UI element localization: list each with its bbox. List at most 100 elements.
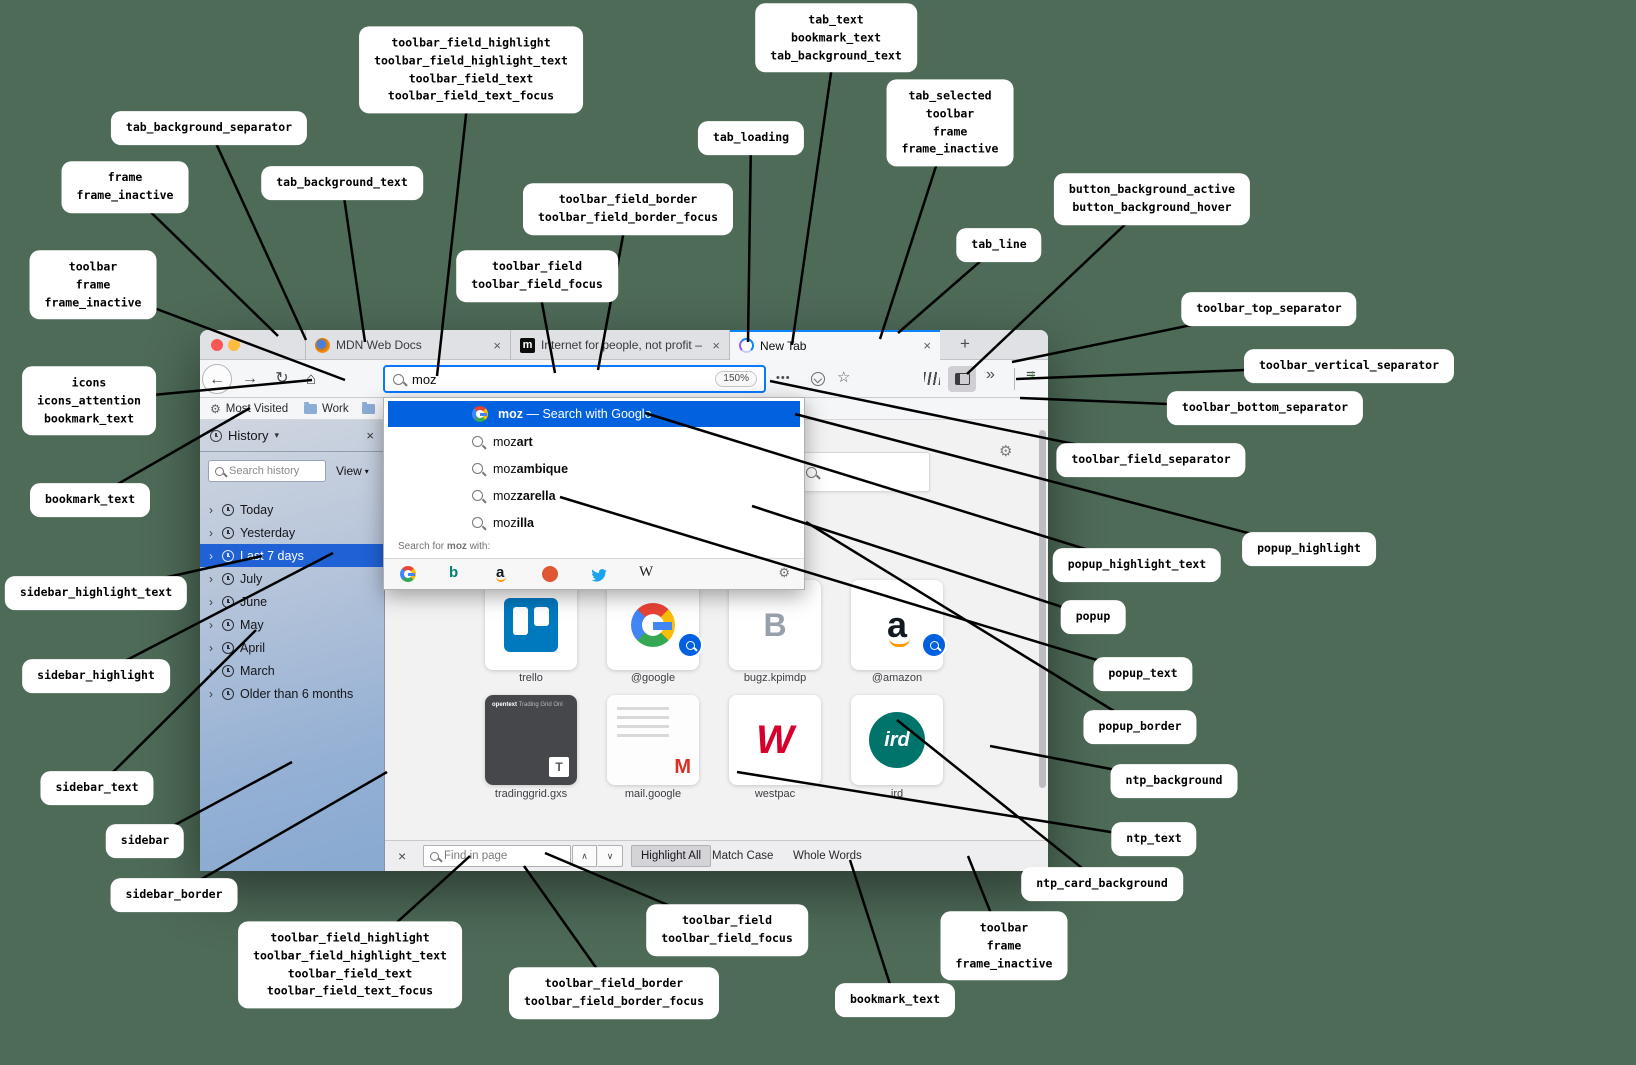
overflow-chevron-icon[interactable]: » [986,366,995,383]
whole-words-button[interactable]: Whole Words [793,850,862,862]
ntp-search-box[interactable] [795,452,930,492]
find-in-page-input[interactable]: Find in page [423,845,571,867]
bookmark-label: Work [322,403,349,415]
topsite-card-westpac[interactable]: W [729,695,821,785]
topsite-card-trello[interactable] [485,580,577,670]
chevron-down-icon[interactable]: ▾ [274,430,279,440]
search-suggestion[interactable]: mozilla [384,509,804,536]
window-minimize-button[interactable] [228,339,240,351]
expand-chevron-icon[interactable]: › [209,594,213,609]
zoom-level-badge[interactable]: 150% [715,371,757,387]
scrollbar[interactable] [1039,430,1046,788]
google-engine-icon[interactable] [400,566,416,582]
google-icon [631,603,675,647]
suggestion-text: mozzarella [493,488,556,503]
browser-window: MDN Web Docs × m Internet for people, no… [200,330,1048,871]
callout-toolbar-field-separator: toolbar_field_separator [1056,443,1246,477]
search-suggestion[interactable]: mozzarella [384,482,804,509]
window-close-button[interactable] [211,339,223,351]
history-item[interactable]: ›July [200,567,384,590]
history-item[interactable]: ›April [200,636,384,659]
bookmark-most-visited[interactable]: ⚙ Most Visited [210,398,288,420]
topsite-card-tradinggrid[interactable]: opentext Trading Grid Onl T [485,695,577,785]
topsite-card-ird[interactable]: ird [851,695,943,785]
sidebar-close-icon[interactable]: × [366,428,374,443]
history-item[interactable]: ›Yesterday [200,521,384,544]
amazon-engine-icon[interactable]: a [496,564,505,581]
expand-chevron-icon[interactable]: › [209,525,213,540]
search-suggestion-highlighted[interactable]: moz — Search with Google [388,401,800,427]
expand-chevron-icon[interactable]: › [209,617,213,632]
expand-chevron-icon[interactable]: › [209,502,213,517]
topsite-card-bugz[interactable]: B [729,580,821,670]
tab-close-icon[interactable]: × [923,338,931,353]
suggestion-text: mozart [493,434,533,449]
tab-close-icon[interactable]: × [712,337,720,353]
search-suggestion[interactable]: mozart [384,428,804,455]
search-settings-gear-icon[interactable]: ⚙ [778,565,790,580]
findbar-close-icon[interactable]: × [398,848,407,864]
expand-chevron-icon[interactable]: › [209,571,213,586]
history-item[interactable]: ›Older than 6 months [200,682,384,705]
topsite-card-amazon[interactable]: a [851,580,947,670]
highlight-all-button[interactable]: Highlight All [631,845,712,867]
suggestion-text: mozilla [493,515,534,530]
tab-new-tab-selected[interactable]: New Tab × [730,330,940,361]
ntp-settings-gear-icon[interactable]: ⚙ [999,443,1013,460]
callout-popup-highlight: popup_highlight [1242,532,1376,566]
callout-bookmark-text-left: bookmark_text [29,483,151,517]
url-bar[interactable]: moz 150% [383,365,766,393]
back-button[interactable]: ← [202,364,232,394]
search-suggestion[interactable]: mozambique [384,455,804,482]
view-dropdown[interactable]: View ▾ [336,464,369,478]
folder-icon [362,402,375,414]
history-item[interactable]: ›March [200,659,384,682]
bing-engine-icon[interactable]: b [449,564,459,581]
bookmark-star-icon[interactable]: ☆ [837,369,851,386]
twitter-engine-icon[interactable] [590,566,607,583]
history-item[interactable]: ›Today [200,498,384,521]
bookmark-folder-work[interactable]: Work [304,398,349,420]
expand-chevron-icon[interactable]: › [209,548,213,563]
page-actions-icon[interactable]: ••• [776,372,791,384]
clock-icon [222,618,234,631]
find-next-button[interactable]: ∨ [598,845,623,867]
topsite-card-gmail[interactable]: M [607,695,699,785]
topsite-label: @amazon [871,672,923,684]
pocket-icon[interactable] [811,372,825,386]
history-search-input[interactable]: Search history [208,460,326,482]
tab-title: MDN Web Docs [336,338,422,352]
expand-chevron-icon[interactable]: › [209,640,213,655]
callout-popup-highlight-text: popup_highlight_text [1052,548,1222,582]
sidebar-toggle-button[interactable] [948,366,976,392]
suggestion-list: mozart mozambique mozzarella mozilla [384,428,804,536]
callout-toolbar-top-separator: toolbar_top_separator [1181,292,1357,326]
tab-close-icon[interactable]: × [493,337,501,353]
duckduckgo-engine-icon[interactable] [542,566,558,582]
library-icon[interactable] [924,372,940,385]
bookmark-folder[interactable] [362,398,375,420]
new-tab-button[interactable]: + [960,334,970,353]
find-previous-button[interactable]: ∧ [572,845,597,867]
url-bar-text: moz [412,371,437,387]
expand-chevron-icon[interactable]: › [209,663,213,678]
search-icon [472,490,483,501]
history-item[interactable]: ›May [200,613,384,636]
history-item[interactable]: ›Last 7 days [200,544,384,567]
topsite-card-google[interactable] [607,580,703,670]
tab-mozilla[interactable]: m Internet for people, not profit — × [510,330,730,360]
expand-chevron-icon[interactable]: › [209,686,213,701]
toolbar-vertical-separator [1014,368,1015,390]
home-button[interactable]: ⌂ [305,369,317,388]
forward-button[interactable]: → [242,370,258,387]
trello-icon [504,598,558,652]
tradinggrid-logo-icon: T [549,757,569,777]
reload-button[interactable]: ↻ [275,370,289,387]
match-case-button[interactable]: Match Case [712,850,774,862]
tab-mdn-web-docs[interactable]: MDN Web Docs × [305,330,510,360]
history-item[interactable]: ›June [200,590,384,613]
wikipedia-engine-icon[interactable]: W [639,564,654,580]
